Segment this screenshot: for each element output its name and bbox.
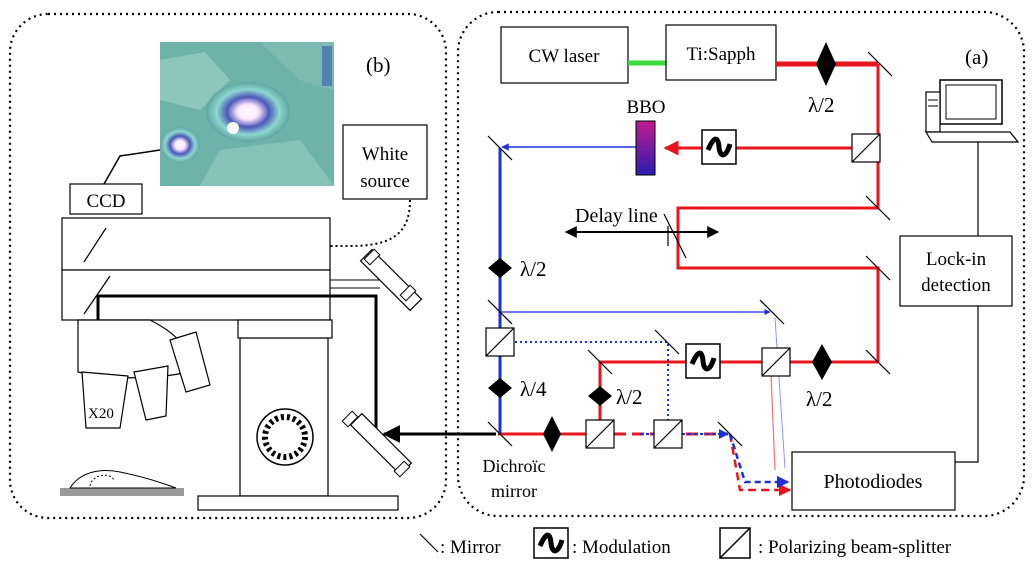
sample-cell [69, 470, 177, 489]
mirror [654, 329, 680, 355]
panel-b-label: (b) [366, 53, 391, 77]
mirror [487, 135, 513, 161]
stand-arm [237, 319, 333, 339]
microscope-upper-block [61, 217, 331, 271]
photodiodes-box [791, 451, 956, 511]
objective-label: X20 [88, 406, 114, 422]
lambda-half-left-label: λ/2 [520, 257, 547, 281]
dichroic-label-line1: Dichroïc [483, 456, 546, 476]
legend-pbs-label: : Polarizing beam-splitter [758, 537, 952, 558]
sample-nucleus [89, 474, 115, 487]
waveplate-left-quarter [488, 378, 512, 398]
ccd-label: CCD [86, 191, 125, 212]
dichroic-mirror [487, 421, 513, 447]
blue-beam-thin-down [774, 317, 786, 469]
ccd-box [69, 183, 143, 215]
bbo-crystal [635, 120, 656, 176]
lockin-label-line1: Lock-in [926, 249, 987, 270]
pbs-top-right [851, 133, 881, 163]
legend-modulation-label: : Modulation [572, 537, 671, 558]
mirror [717, 421, 743, 447]
scan-mirror-upper [359, 248, 423, 312]
waveplate-bottom-red [543, 416, 561, 452]
cw-laser-label: CW laser [529, 46, 601, 67]
mirror [865, 195, 891, 221]
panel-a-label: (a) [965, 45, 988, 69]
ccd-camera-image [160, 42, 334, 186]
photodiodes-label: Photodiodes [824, 471, 923, 493]
microscope-base [197, 495, 399, 511]
dichroic-label-line2: mirror [491, 481, 537, 501]
mirror [487, 299, 513, 325]
cable-camera-ccd [103, 149, 161, 185]
cable-lockin-photodiodes [955, 306, 979, 463]
focus-wheel-inner [262, 414, 308, 460]
mirror [867, 51, 893, 77]
delay-line-label: Delay line [575, 205, 658, 227]
panel-a-outline [456, 10, 1026, 518]
pbs-right [761, 347, 791, 377]
sample-slide [60, 488, 184, 496]
mirror [759, 299, 785, 325]
panel-b-outline [8, 12, 448, 520]
legend-mirror-icon [419, 533, 439, 553]
pbs-bottom-1 [585, 419, 615, 449]
computer-icon [924, 79, 1020, 143]
mirror [587, 349, 613, 375]
modulation-box-top [701, 129, 737, 165]
mirror [865, 349, 891, 375]
mirror [663, 213, 687, 259]
modulation-box-middle [685, 343, 721, 379]
objective-lens [81, 371, 129, 429]
pbs-left [485, 327, 515, 357]
white-light-path [94, 199, 411, 247]
white-source-label-line1: White [362, 144, 408, 165]
legend-modulation-icon [533, 527, 569, 559]
ti-sapph-label: Ti:Sapph [687, 44, 756, 65]
ti-sapph-box [665, 24, 777, 81]
lambda-half-bottom-label: λ/2 [616, 385, 643, 409]
scan-mirror-lower [341, 410, 413, 478]
red-beam-to-photodiodes [728, 433, 792, 497]
mirror [83, 227, 107, 263]
legend-pbs-icon [719, 527, 751, 559]
cw-laser-box [500, 26, 629, 84]
lambda-half-right-label: λ/2 [806, 387, 833, 411]
mirror [865, 255, 891, 281]
bbo-label: BBO [626, 97, 665, 118]
waveplate-bottom-half [588, 386, 612, 406]
lockin-label-line2: detection [921, 275, 991, 296]
lambda-half-top-label: λ/2 [808, 93, 835, 117]
legend-mirror-label: : Mirror [440, 537, 501, 558]
objective-lens [169, 331, 211, 393]
objective-lens [133, 365, 169, 421]
blue-beam-to-photodiodes [728, 433, 790, 489]
white-source-label-line2: source [360, 171, 410, 192]
red-beam-path [676, 64, 880, 362]
lambda-quarter-left-label: λ/4 [520, 377, 547, 401]
lockin-box [899, 235, 1013, 307]
blue-beam-dotted [500, 341, 669, 434]
waveplate-right-half [812, 344, 832, 380]
white-source-box [342, 124, 428, 200]
waveplate-top [816, 42, 836, 86]
waveplate-left-half [488, 258, 512, 278]
pbs-bottom-2 [653, 419, 683, 449]
